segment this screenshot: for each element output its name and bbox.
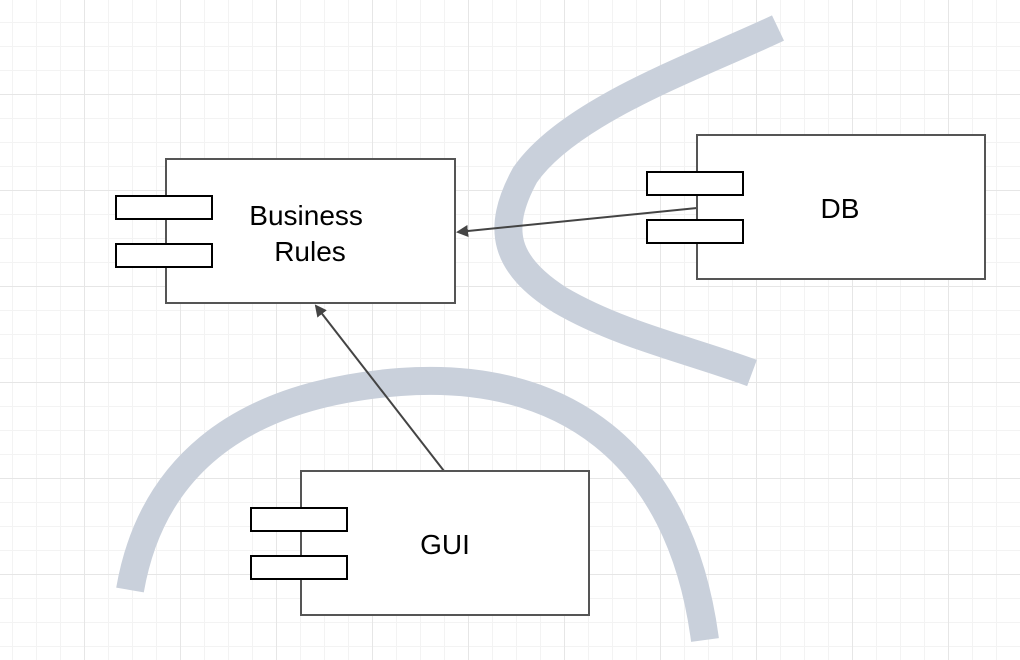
component-label-line: GUI	[420, 529, 470, 560]
component-box	[696, 134, 986, 280]
component-label: DB	[821, 193, 860, 224]
component-label: Business Rules	[249, 200, 370, 267]
component-gui[interactable]: GUI	[250, 470, 590, 616]
component-label-line: Rules	[274, 236, 346, 267]
component-db[interactable]: DB	[646, 134, 986, 280]
component-port-icon	[646, 219, 744, 244]
boundary-curve-db	[494, 15, 784, 387]
component-port-icon	[115, 243, 213, 268]
component-label-line: Business	[249, 200, 363, 231]
component-port-icon	[250, 555, 348, 580]
component-box	[300, 470, 590, 616]
component-port-icon	[250, 507, 348, 532]
component-business-rules[interactable]: Business Rules	[115, 158, 456, 304]
component-port-icon	[646, 171, 744, 196]
dependency-arrow-gui-to-business-rules	[314, 304, 445, 472]
component-label: GUI	[420, 529, 470, 560]
component-box	[165, 158, 456, 304]
component-port-icon	[115, 195, 213, 220]
dependency-arrow-db-to-business-rules	[456, 207, 698, 237]
component-label-line: DB	[821, 193, 860, 224]
boundary-curve-gui	[116, 366, 719, 642]
